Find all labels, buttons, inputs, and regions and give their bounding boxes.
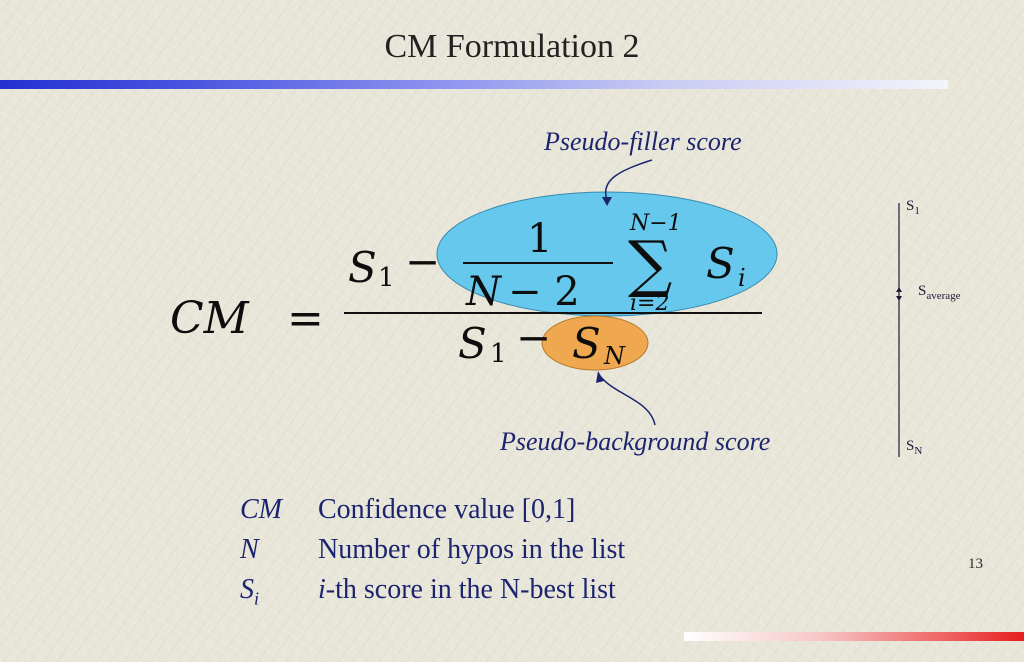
- slide-number: 13: [968, 556, 983, 572]
- legend-text-cm: Confidence value [0,1]: [318, 494, 576, 525]
- numerator-s-symbol: S: [348, 243, 377, 292]
- summand-s-symbol: S: [706, 239, 735, 288]
- legend-symbol-cm: CM: [240, 494, 282, 525]
- scale-sn-symbol: S: [906, 438, 915, 454]
- scale-savg-sub: average: [926, 290, 961, 302]
- pseudo-background-ellipse: [541, 315, 649, 371]
- slide-title: CM Formulation 2: [384, 28, 640, 65]
- title-underline-bar: [0, 80, 948, 89]
- average-marker-up: [896, 287, 902, 292]
- scale-savg-symbol: S: [918, 283, 927, 299]
- legend-symbol-si: Si: [240, 574, 310, 610]
- scale-s1-sub: 1: [914, 205, 920, 217]
- summation-upper-limit: N−1: [629, 211, 682, 236]
- pseudo-filler-ellipse: [436, 191, 778, 317]
- legend-text-si: i-th score in the N-best list: [318, 574, 616, 606]
- inner-fraction-n: N: [465, 269, 503, 315]
- scale-label-saverage: Saverage: [918, 283, 961, 302]
- denominator-sn-subscript: N: [603, 342, 626, 370]
- denominator-minus: −: [516, 313, 551, 362]
- legend-symbol-s: S: [240, 574, 254, 605]
- denominator-s1-symbol: S: [458, 319, 487, 368]
- summation-symbol: ∑: [628, 227, 672, 300]
- pseudo-filler-label: Pseudo-filler score: [544, 127, 742, 156]
- legend-text-n: Number of hypos in the list: [318, 534, 626, 565]
- scale-label-s1: S1: [906, 198, 920, 217]
- numerator-minus: −: [405, 237, 440, 286]
- cm-symbol: CM: [170, 293, 250, 344]
- scale-sn-sub: N: [914, 445, 923, 457]
- legend-text-si-rest: -th score in the N-best list: [325, 574, 616, 605]
- average-marker-down: [896, 296, 902, 301]
- filler-arrow: [604, 159, 653, 201]
- inner-fraction-rest: − 2: [508, 269, 580, 315]
- legend-symbol-n: N: [240, 534, 259, 565]
- numerator-s-subscript: 1: [378, 263, 395, 293]
- equals-sign: =: [287, 293, 324, 344]
- filler-arrowhead: [602, 197, 612, 206]
- scale-s1-symbol: S: [906, 198, 915, 214]
- summation-lower-limit: i=2: [630, 291, 669, 316]
- legend-symbol-s-sub: i: [254, 588, 260, 609]
- legend-text-si-italic: i: [318, 574, 326, 605]
- background-arrowhead: [596, 371, 604, 383]
- background-arrow: [599, 375, 656, 426]
- denominator-s1-subscript: 1: [490, 339, 507, 369]
- scale-label-sn: SN: [906, 438, 922, 457]
- inner-fraction-numerator: 1: [527, 216, 552, 262]
- summand-subscript: i: [738, 264, 746, 292]
- pseudo-background-label: Pseudo-background score: [500, 427, 771, 456]
- footer-accent-bar: [684, 632, 1024, 641]
- denominator-sn-symbol: S: [572, 319, 601, 368]
